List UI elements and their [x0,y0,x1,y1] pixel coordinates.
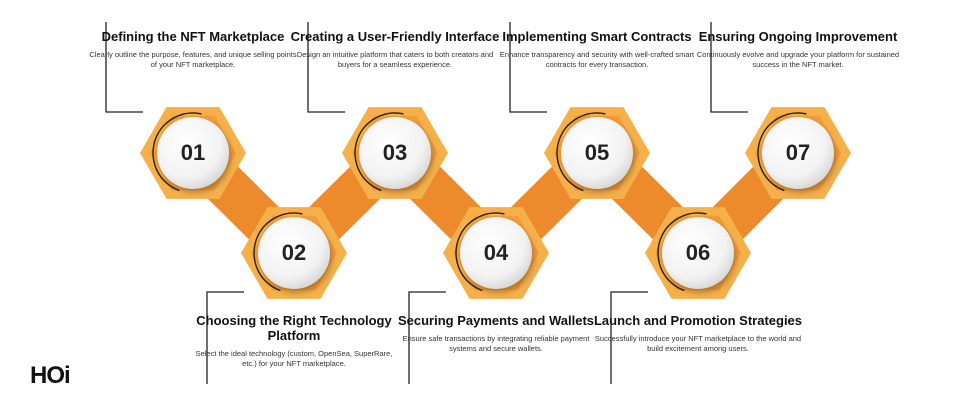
connector-line [610,291,648,384]
step-number: 02 [281,240,307,265]
step-number: 03 [382,140,408,165]
connector-line [105,22,143,113]
step-number: 06 [685,240,711,265]
step-title: Launch and Promotion Strategies [593,313,803,328]
step-title: Defining the NFT Marketplace [101,29,285,44]
step-description: Select the ideal technology (custom, Ope… [195,349,393,368]
step-description: Continuously evolve and upgrade your pla… [696,50,900,69]
connector-line [206,291,244,384]
step-description: Clearly outline the purpose, features, a… [89,50,297,69]
step-description: Successfully introduce your NFT marketpl… [594,334,802,353]
step-number: 07 [785,140,811,165]
step-title: Ensuring Ongoing Improvement [698,29,898,44]
connector-line [509,22,547,113]
brand-logo-text: HOi [30,362,71,389]
step-description: Enhance transparency and security with w… [499,50,695,69]
step-description: Ensure safe transactions by integrating … [402,334,590,353]
step-disc [258,217,330,289]
step-description: Design an intuitive platform that caters… [296,50,494,69]
disc-ring [455,212,537,294]
disc-ring [152,112,234,194]
step-number: 05 [584,140,610,165]
connector-line [408,291,446,384]
step-disc [662,217,734,289]
step-disc [359,117,431,189]
brand-logo: HOi [30,362,71,390]
step-number: 04 [483,240,509,265]
step-disc [460,217,532,289]
step-title: Securing Payments and Wallets [397,313,595,328]
step-disc [762,117,834,189]
disc-ring [354,112,436,194]
connector-line [710,22,748,113]
step-title: Choosing the Right Technology Platform [196,313,392,343]
step-disc [157,117,229,189]
disc-ring [253,212,335,294]
connector-line [307,22,345,113]
step-title: Implementing Smart Contracts [502,29,692,44]
step-disc [561,117,633,189]
step-title: Creating a User-Friendly Interface [290,29,500,44]
step-number: 01 [180,140,206,165]
